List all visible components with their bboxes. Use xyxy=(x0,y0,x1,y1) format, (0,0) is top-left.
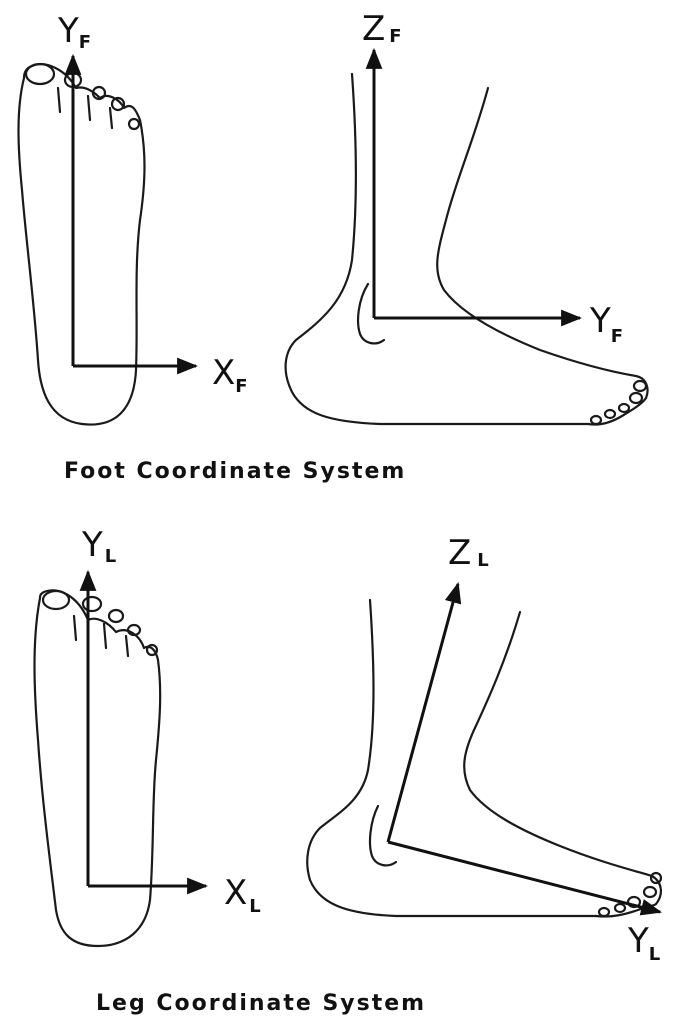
toenail-5 xyxy=(129,119,139,129)
foot-top-x-axis-label: XF xyxy=(212,353,248,397)
leg-side-shin-front xyxy=(464,612,661,904)
leg-toenail-3 xyxy=(109,610,123,622)
leg-side-y-axis-label: YL xyxy=(627,921,660,965)
leg-top-foot-outline xyxy=(35,590,161,946)
foot-panel-caption: Foot Coordinate System xyxy=(64,459,406,484)
leg-side-shin-back xyxy=(307,600,596,916)
foot-top-y-axis-label: YF xyxy=(57,11,91,53)
foot-top-outline xyxy=(19,64,145,424)
leg-toenail-5 xyxy=(147,645,157,655)
leg-big-toenail xyxy=(43,591,69,609)
foot-top-view: YF XF xyxy=(19,11,248,425)
leg-side-y-axis xyxy=(388,842,660,912)
foot-side-shin-back xyxy=(286,74,588,424)
foot-side-y-axis-label: YF xyxy=(589,301,623,347)
leg-panel-caption: Leg Coordinate System xyxy=(96,991,426,1016)
big-toenail xyxy=(26,64,54,84)
leg-ankle-bone xyxy=(370,806,396,865)
leg-side-sole xyxy=(596,904,656,917)
ankle-bone xyxy=(358,284,384,343)
leg-toenail-2 xyxy=(83,597,101,611)
foot-side-shin-front xyxy=(437,88,647,398)
leg-side-z-axis xyxy=(388,584,458,842)
